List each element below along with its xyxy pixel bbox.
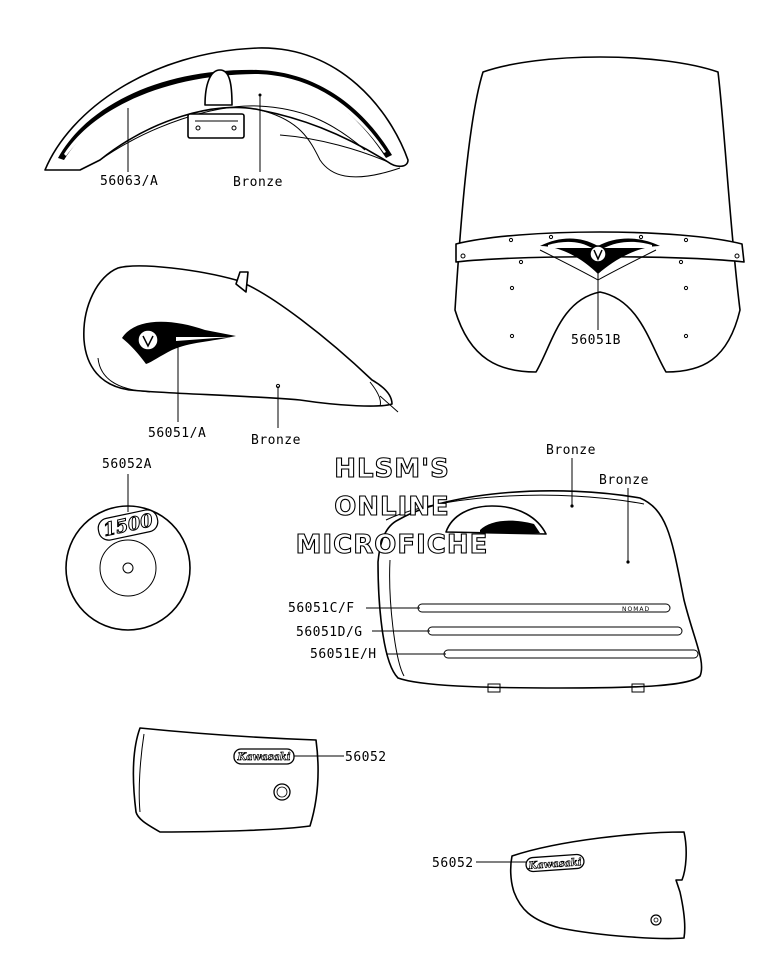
front-fender: [44, 47, 409, 178]
saddlebag: NOMAD: [377, 490, 703, 693]
tank-emblem-part-number: 56051/A: [148, 426, 206, 441]
side-cover-left-part-number: 56052: [345, 750, 387, 765]
tank-color-label: Bronze: [251, 433, 301, 448]
watermark-line-1: HLSM'S: [334, 454, 450, 484]
stripe-upper-part-number: 56051C/F: [288, 601, 355, 616]
side-cover-right-brand-logo: Kawasaki: [527, 857, 582, 872]
watermark-line-2: ONLINE: [334, 492, 450, 522]
windshield: [454, 56, 745, 373]
side-cover-right-part-number: 56052: [432, 856, 474, 871]
side-cover-left: Kawasaki: [132, 727, 319, 833]
stripe-middle-part-number: 56051D/G: [296, 625, 363, 640]
watermark-line-3: MICROFICHE: [296, 530, 489, 560]
side-cover-left-brand-logo: Kawasaki: [236, 752, 290, 763]
watermark: HLSM'S ONLINE MICROFICHE: [295, 453, 489, 560]
cover-emblem-part-number: 56052A: [102, 457, 152, 472]
stripe-lower-part-number: 56051E/H: [310, 647, 377, 662]
side-cover-right: Kawasaki: [509, 831, 687, 940]
saddlebag-color-top-label: Bronze: [546, 443, 596, 458]
round-cover: 1500: [65, 505, 191, 631]
fender-stripe-part-number: 56063/A: [100, 174, 158, 189]
windshield-emblem-part-number: 56051B: [571, 333, 621, 348]
fuel-tank: [83, 265, 399, 413]
fender-color-label: Bronze: [233, 175, 283, 190]
saddlebag-color-side-label: Bronze: [599, 473, 649, 488]
stripe-upper-text: NOMAD: [622, 606, 650, 613]
